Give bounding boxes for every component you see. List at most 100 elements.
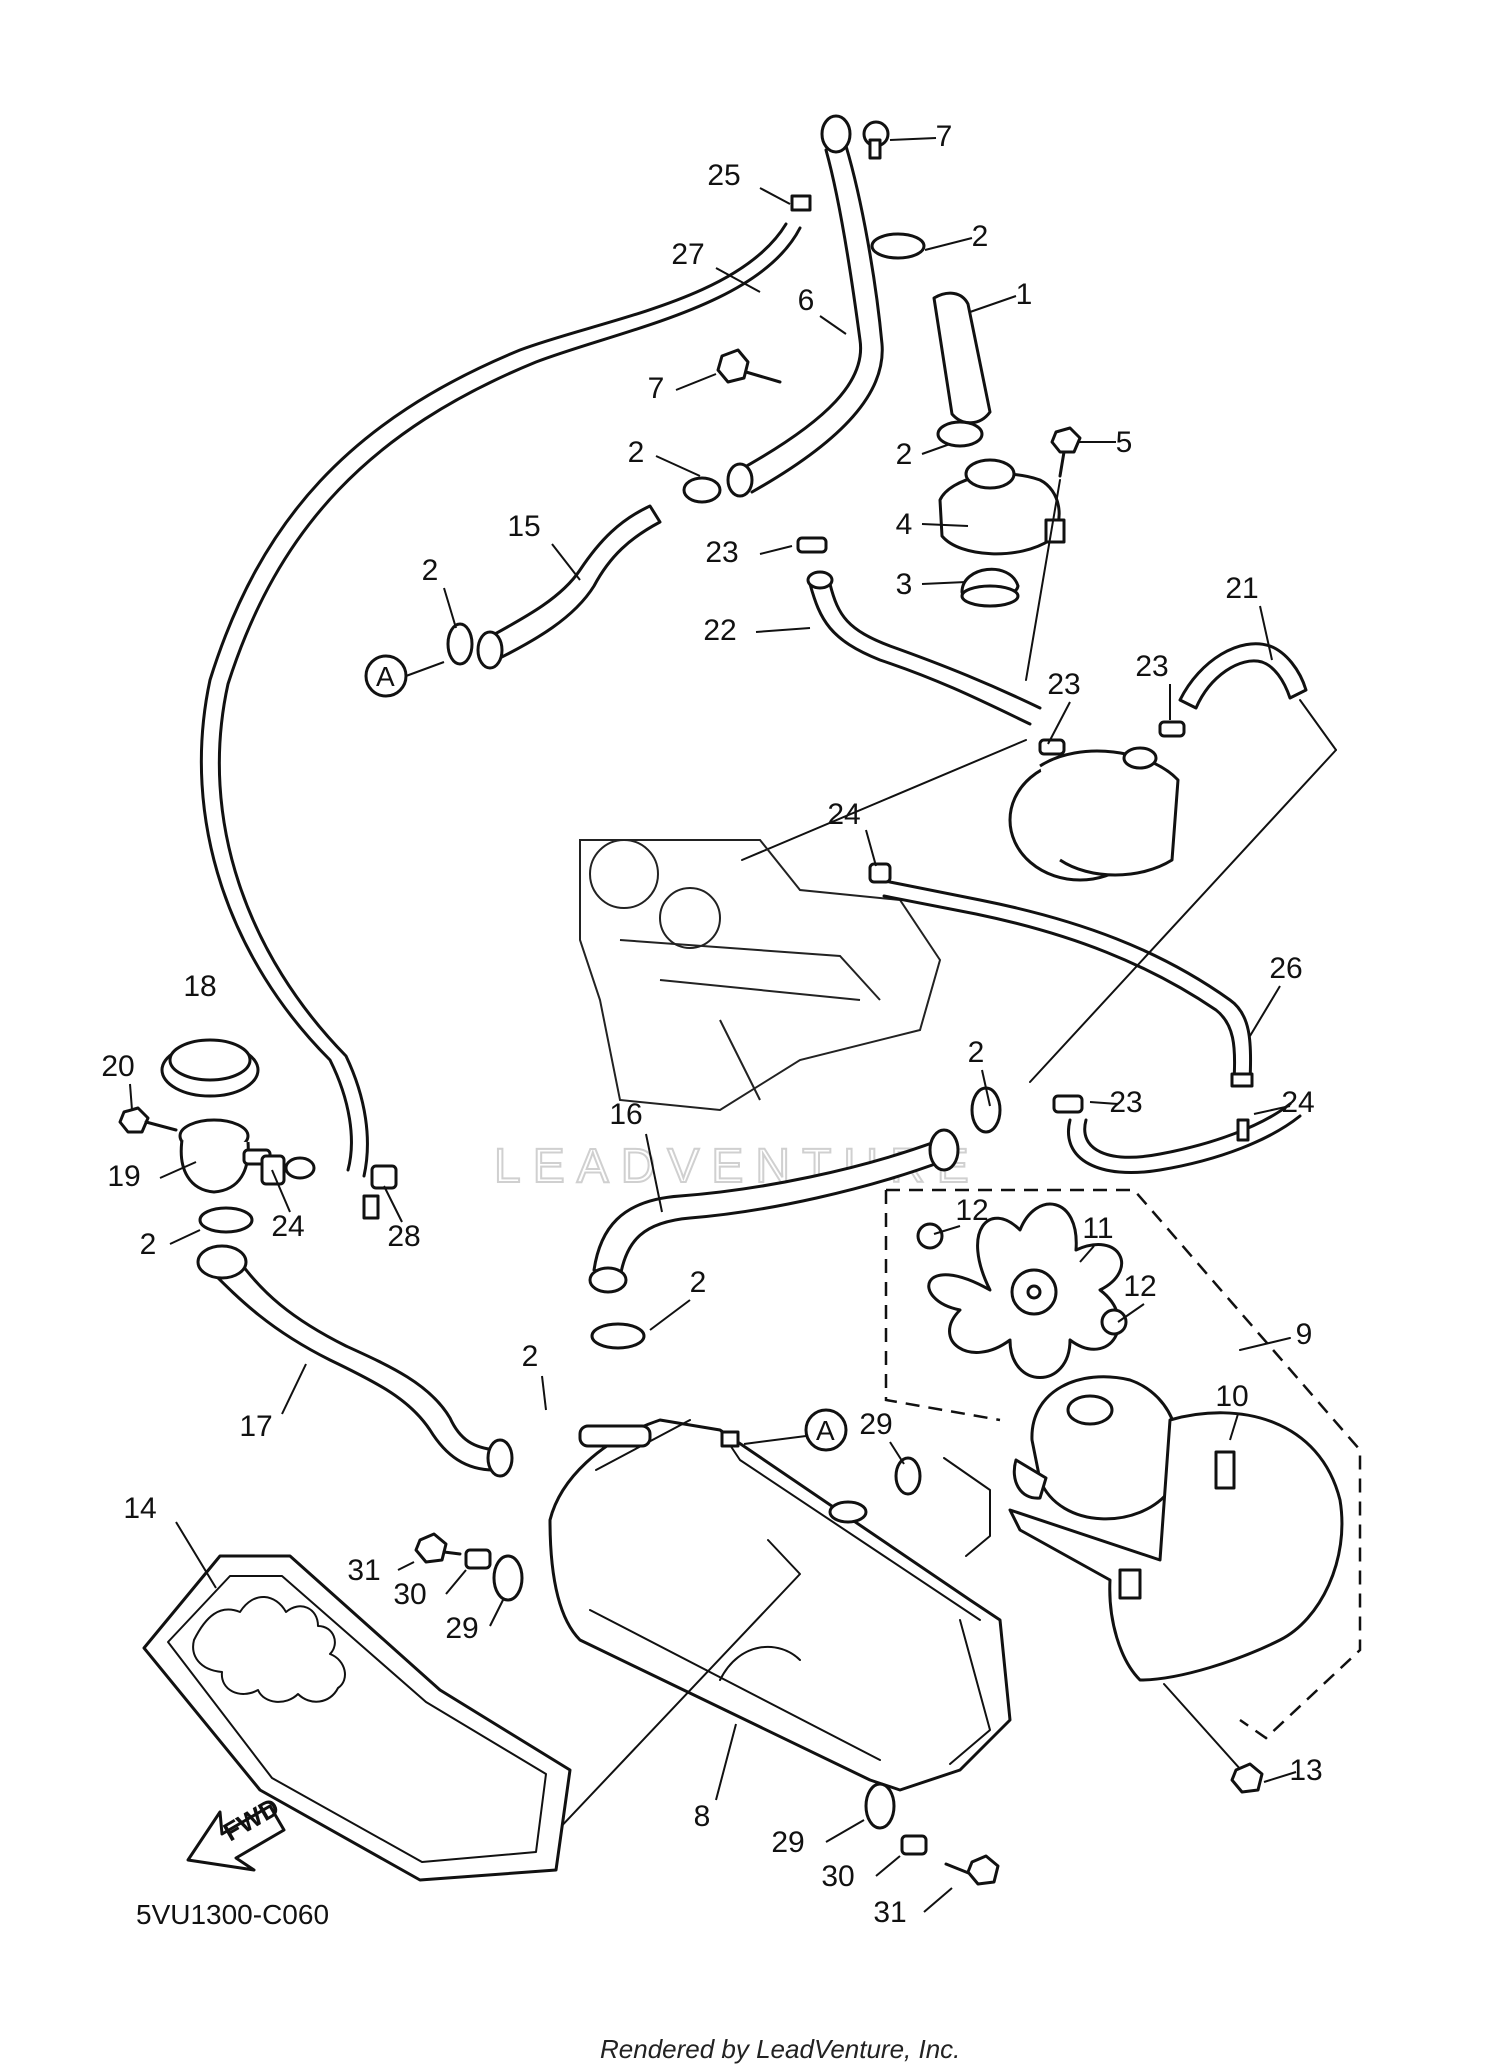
callout-18: 18	[183, 970, 216, 1003]
diagram-code: 5VU1300-C060	[136, 1899, 329, 1930]
callout-leader-8	[715, 1723, 737, 1801]
callout-23: 23	[1047, 668, 1080, 701]
callout-23: 23	[1109, 1086, 1142, 1119]
callout-leader-29	[825, 1819, 865, 1843]
callout-leader-15	[551, 543, 581, 581]
hose-lower-right	[1067, 1102, 1302, 1175]
hose-clamp-2-lower-left	[198, 1206, 254, 1234]
hose-1	[932, 291, 992, 425]
callout-leader-23	[1047, 701, 1071, 745]
hose-26	[878, 878, 1254, 1088]
pipe-6	[726, 114, 884, 498]
callout-1: 1	[1016, 278, 1033, 311]
leader-line-9	[1239, 1337, 1291, 1351]
callout-2: 2	[972, 220, 989, 253]
callout-leader-31	[397, 1561, 415, 1571]
callout-22: 22	[703, 614, 736, 647]
hose-22	[806, 570, 1042, 726]
nut-12-top	[916, 1222, 944, 1250]
callout-leader-2	[924, 237, 973, 251]
callout-leader-12	[1117, 1303, 1145, 1323]
callout-12: 12	[955, 1194, 988, 1227]
clip-28	[362, 1164, 398, 1220]
hose-clamp-2-mid	[590, 1322, 646, 1350]
callout-26: 26	[1269, 952, 1302, 985]
callout-10: 10	[1215, 1380, 1248, 1413]
callout-leader-29	[889, 1441, 905, 1465]
hose-clamp-23	[796, 536, 1186, 1114]
callout-leader-20	[129, 1083, 133, 1111]
bolt-7-top	[862, 120, 890, 160]
leader-line-13	[1163, 1683, 1251, 1781]
callout-31: 31	[873, 1896, 906, 1929]
callout-5: 5	[1116, 426, 1133, 459]
canister	[1008, 746, 1180, 882]
callout-leader-2	[649, 1299, 691, 1331]
radiator-8	[548, 1418, 1012, 1792]
hose-clamp-2-top	[870, 232, 984, 448]
radiator-cap-18	[160, 1038, 260, 1098]
callout-leader-3	[921, 581, 967, 585]
callout-leader-2	[169, 1229, 201, 1245]
callout-2: 2	[690, 1266, 707, 1299]
callout-leader-7	[675, 373, 717, 391]
bolt-20	[118, 1106, 178, 1134]
guide-line	[1029, 749, 1337, 1083]
callout-leader-2	[921, 443, 951, 455]
callout-2: 2	[968, 1036, 985, 1069]
callout-leader-22	[755, 627, 811, 633]
callout-leader-2	[443, 587, 457, 629]
callout-30: 30	[393, 1578, 426, 1611]
hose-27-end	[284, 1156, 316, 1180]
callout-15: 15	[507, 510, 540, 543]
guide-line	[741, 739, 1027, 861]
callout-4: 4	[896, 508, 913, 541]
callout-19: 19	[107, 1160, 140, 1193]
callout-leader-1	[969, 295, 1017, 313]
callout-leader-23	[1089, 1101, 1119, 1105]
leader-line-5	[1025, 479, 1061, 681]
callout-leader-12	[933, 1225, 961, 1235]
callout-11: 11	[1082, 1212, 1113, 1245]
bolt-31-left	[414, 1532, 462, 1564]
grommet-29-bottom	[864, 1782, 896, 1830]
callout-leader-29	[489, 1597, 505, 1627]
bolt-5	[1050, 426, 1082, 478]
callout-24: 24	[827, 798, 860, 831]
bolt-13	[1230, 1762, 1264, 1794]
callout-leader-10	[1229, 1413, 1239, 1441]
callout-leader-2	[981, 1069, 991, 1107]
callout-leader-31	[923, 1887, 953, 1913]
hose-clamp-2-left	[446, 622, 474, 666]
callout-23: 23	[705, 536, 738, 569]
callout-3: 3	[896, 568, 913, 601]
callout-29: 29	[445, 1612, 478, 1645]
callout-leader-7	[889, 137, 937, 141]
engine-outline	[579, 839, 942, 1112]
svg-text:A: A	[816, 1415, 835, 1446]
callout-7: 7	[648, 372, 665, 405]
clip-24-top	[868, 862, 892, 884]
render-credit: Rendered by LeadVenture, Inc.	[600, 2034, 960, 2064]
callout-21: 21	[1225, 572, 1258, 605]
hose-21	[1178, 642, 1308, 710]
ref-marker-a-bottom: A	[743, 1408, 848, 1452]
callout-leader-13	[1263, 1771, 1297, 1783]
callout-leader-28	[383, 1185, 403, 1223]
collar-30-left	[464, 1548, 492, 1570]
callout-31: 31	[347, 1554, 380, 1587]
fan-group-outline	[886, 1188, 1362, 1740]
fan-motor-10	[1012, 1375, 1181, 1521]
callout-2: 2	[628, 436, 645, 469]
callout-leader-24	[865, 829, 877, 867]
svg-text:A: A	[376, 661, 395, 692]
callout-leader-26	[1249, 985, 1281, 1037]
callout-leader-11	[1079, 1245, 1095, 1263]
fan-11	[927, 1202, 1123, 1379]
callout-leader-24	[1253, 1105, 1291, 1115]
callout-14: 14	[123, 1492, 156, 1525]
callout-leader-2	[541, 1375, 547, 1411]
callout-leader-2	[655, 455, 701, 477]
callout-12: 12	[1123, 1270, 1156, 1303]
